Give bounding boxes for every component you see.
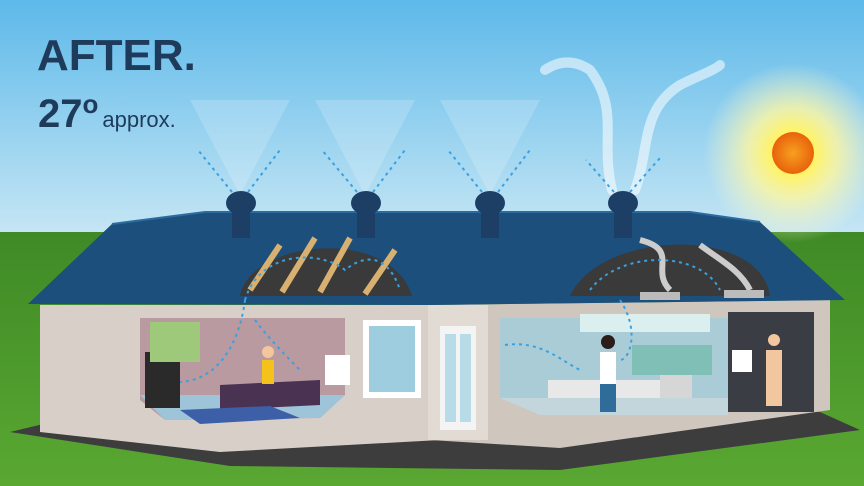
airflow-cones xyxy=(190,100,540,195)
degree-symbol: o xyxy=(82,89,99,119)
room-living xyxy=(140,318,350,424)
temperature-label: 27oapprox. xyxy=(38,84,176,143)
roof-vent-icon xyxy=(351,191,381,238)
whirlybird-vents xyxy=(226,191,638,238)
people xyxy=(262,334,782,412)
hot-air-plumes xyxy=(540,57,725,195)
attic-cutaway-right xyxy=(570,237,770,300)
roof-ridge xyxy=(111,211,761,225)
sun-icon xyxy=(703,63,864,243)
temperature-qualifier: approx. xyxy=(102,107,176,132)
window-front xyxy=(363,320,421,398)
roof-vent-icon xyxy=(608,191,638,238)
temperature-value: 27 xyxy=(38,92,83,136)
front-door xyxy=(440,326,476,430)
roof-vent-icon xyxy=(475,191,505,238)
airflow-arrows xyxy=(197,149,661,193)
headline: AFTER. xyxy=(37,31,196,80)
interior-airflow-arrows xyxy=(179,256,721,383)
roof-vent-icon xyxy=(226,191,256,238)
